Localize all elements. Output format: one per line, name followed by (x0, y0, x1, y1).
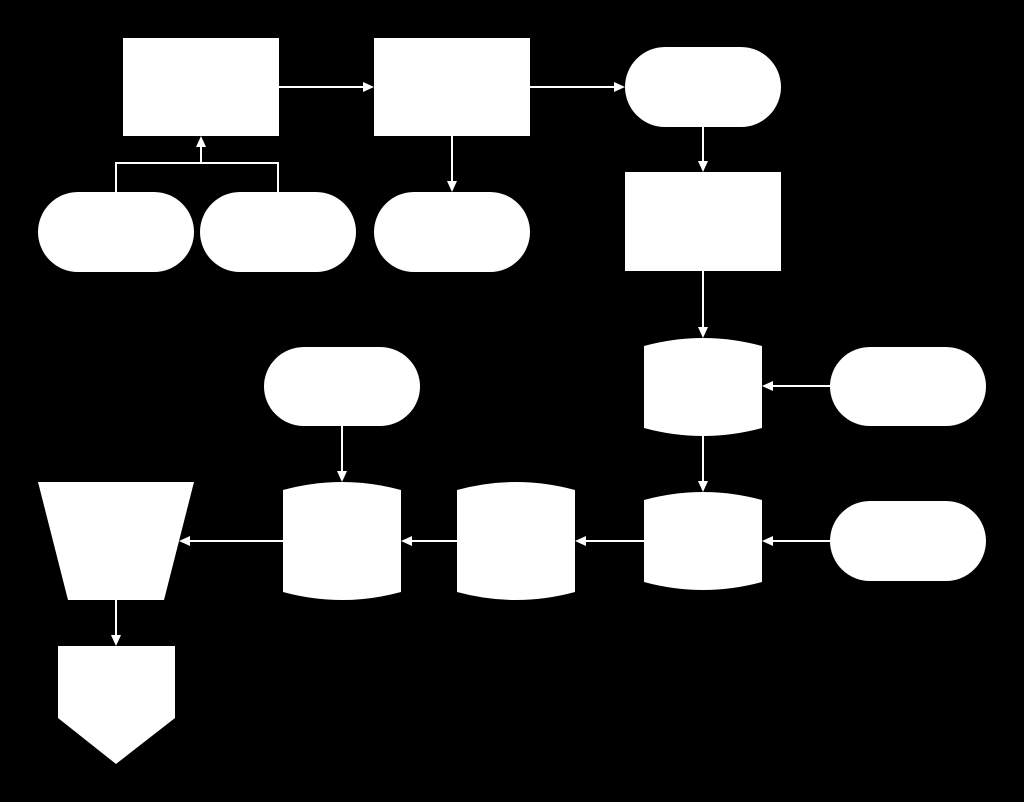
terminal-a (625, 47, 781, 127)
terminal-f (830, 501, 986, 581)
terminal-d (374, 192, 530, 272)
arrowhead-process-a (196, 136, 206, 147)
arrowhead-store-b (698, 481, 708, 492)
arrowhead-process-c (698, 161, 708, 172)
arrowhead-store-a (698, 327, 708, 338)
store-b (644, 492, 762, 590)
arrowhead-store-b-side (762, 536, 773, 546)
process-b (374, 38, 530, 136)
arrowhead-store-d-top (337, 471, 347, 482)
arrowhead-store-a-side (762, 381, 773, 391)
store-a (644, 338, 762, 436)
nodes (38, 38, 986, 764)
arrowhead-store-c (575, 536, 586, 546)
arrowhead-terminal-d (447, 181, 457, 192)
edges (111, 82, 830, 646)
arrowhead-manual-op (179, 536, 190, 546)
arrowhead-store-d (401, 536, 412, 546)
process-a (123, 38, 279, 136)
process-c (625, 172, 781, 271)
terminal-g (264, 347, 420, 426)
terminal-e (830, 347, 986, 426)
store-c (457, 482, 575, 600)
edge-merge-terminal-b-c (115, 162, 279, 192)
arrowhead-terminal-a (614, 82, 625, 92)
store-d (283, 482, 401, 600)
arrowhead-offpage (111, 635, 121, 646)
terminal-b (38, 192, 194, 272)
terminal-c (200, 192, 356, 272)
manual-op (38, 482, 194, 600)
arrowhead-process-b (363, 82, 374, 92)
offpage (58, 646, 175, 764)
